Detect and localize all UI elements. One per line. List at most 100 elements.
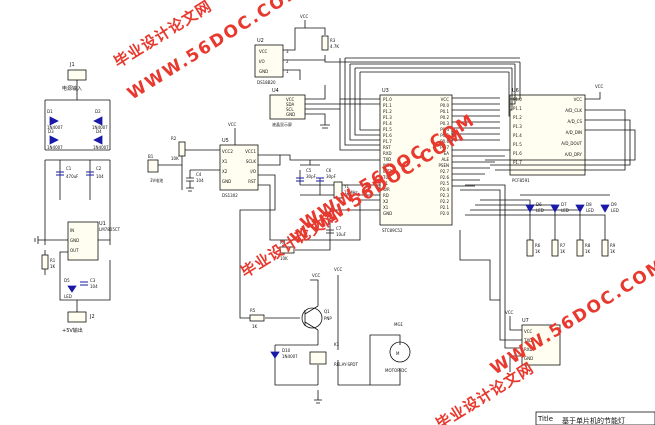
u6-left-pin-3: P1.3 [513, 124, 522, 129]
u5-right-pin-0: VCC1 [245, 149, 256, 154]
c6-ref: C6 [326, 168, 332, 173]
connector-j2 [67, 311, 87, 323]
r1-val: 1K [50, 264, 56, 269]
u5-vcc-label: VCC [228, 122, 237, 127]
resistor-r6 [526, 239, 534, 257]
mcu-right-pin-7: P0.6 [440, 139, 449, 144]
u5-right-pin-1: SCLK [246, 159, 257, 164]
mcu-left-pin-8: RST [383, 145, 391, 150]
j2-label: +5V输出 [62, 327, 83, 334]
resistor-r6-ref: R6 [535, 243, 541, 248]
mcu-right-pin-18: P2.1 [440, 205, 449, 210]
mcu-left-pin-group: P1.0P1.1P1.2P1.3P1.4P1.5P1.6P1.7RSTRXDTX… [382, 97, 393, 216]
led-d6-part: LED [536, 208, 544, 213]
c4-ref: C4 [196, 172, 202, 177]
u4-ref: U4 [272, 88, 279, 94]
u7-pin-txd: TXD [523, 338, 532, 343]
r5-val: 1K [252, 324, 258, 329]
c6-val: 30pF [326, 174, 337, 179]
resistor-r4 [279, 246, 295, 254]
relay-vcc-label: VCC [334, 267, 343, 272]
r1-ref: R1 [50, 258, 56, 263]
u6-left-pin-4: P1.4 [513, 133, 522, 138]
mcu-right-pin-13: P2.6 [440, 175, 449, 180]
mcu-right-pin-12: P2.7 [440, 169, 449, 174]
u6-ref: U6 [512, 88, 519, 94]
b1-label: 3V电池 [150, 177, 163, 183]
led-d9-ref: D9 [611, 202, 617, 207]
temp-sensor-u2: U2 DS18B20 VCC I/O GND 3 2 1 VCC R3 4.7K [254, 14, 341, 85]
u6-left-pin-5: P1.5 [513, 142, 522, 147]
u5-left-pin-3: GND [222, 179, 231, 184]
mcu-left-pin-18: X1 [383, 205, 389, 210]
d5-part: LED [64, 294, 72, 299]
mcu-left-pin-11: INT0 [383, 163, 393, 168]
bridge-rectifier: D1 D2 D3 D4 1N4007 1N4007 1N4007 1N4007 [47, 109, 109, 150]
driver-vcc-label: VCC [312, 273, 321, 278]
adc-u6: U6 PCF8591 P1.0P1.1P1.2P1.3P1.4P1.5P1.6P… [485, 62, 636, 183]
led-d7-ref: D7 [561, 202, 567, 207]
mcu-left-pin-15: WR [383, 187, 390, 192]
c1-ref: C1 [66, 166, 72, 171]
led-d8-symbol [575, 204, 585, 213]
d2-part: 1N4007 [92, 125, 108, 130]
mcu-left-pin-10: TXD [382, 157, 391, 162]
c3-val: 104 [90, 284, 98, 289]
led-d6-symbol [525, 204, 535, 213]
diode-d10-symbol [270, 351, 280, 359]
u4-pin-scl: SCL [286, 107, 294, 112]
q1-ref: Q1 [324, 309, 330, 314]
watermark-url-4: WWW.56DOC.COM [487, 255, 655, 379]
d2-ref: D2 [95, 109, 101, 114]
c7-val: 10uF [336, 232, 347, 237]
mcu-left-pin-3: P1.3 [383, 115, 392, 120]
mcu-right-pin-3: P0.2 [440, 115, 449, 120]
y1-ref: Y1 [343, 184, 349, 189]
u6-left-pin-2: P1.2 [513, 115, 522, 120]
u6-body [509, 94, 586, 176]
j1-label: 电源输入 [62, 85, 82, 92]
mcu-left-pin-7: P1.7 [383, 139, 392, 144]
lcd-module-u4: U4 液晶显示屏 VCC SDA SCL GND [269, 85, 340, 129]
mcu-right-pin-17: P2.2 [440, 199, 449, 204]
c5-val: 30pF [306, 174, 317, 179]
u6-right-pin-1: A/D_CLK [565, 108, 582, 113]
u2-body [254, 44, 284, 78]
d4-part: 1N4007 [93, 145, 109, 150]
u6-left-pin-6: P1.6 [513, 151, 522, 156]
u2-vcc-label: VCC [300, 14, 309, 19]
motor-symbol: M [396, 351, 400, 356]
transistor-q1 [301, 307, 323, 329]
module-u7: U7 VCC TXD RXD GND VCC [459, 184, 561, 372]
u6-left-pins: P1.0P1.1P1.2P1.3P1.4P1.5P1.6P1.7 [513, 97, 522, 165]
u6-right-pin-5: A/D_DRY [565, 152, 583, 157]
k1-ref: K1 [334, 342, 340, 347]
u2-pin-gnd: GND [259, 69, 268, 74]
mcu-right-pin-14: P2.5 [440, 181, 449, 186]
mcu-right-pin-0: VCC [441, 97, 450, 102]
battery-b1 [147, 159, 159, 173]
driver-block: R5 1K Q1 PNP VCC D10 1N4007 VCC K1 RELAY… [239, 267, 411, 404]
diode-d1-symbol [49, 116, 59, 126]
power-supply-block: J1 电源输入 D1 D2 D3 D4 1N4007 1N4007 1N4007… [34, 62, 121, 334]
mcu-right-pin-19: P2.0 [440, 211, 449, 216]
u2-pin-io: I/O [259, 59, 265, 64]
resistor-r8 [576, 239, 584, 257]
mcu-left-pin-5: P1.5 [383, 127, 392, 132]
u7-vcc-label: VCC [505, 310, 514, 315]
u4-pin-gnd: GND [286, 112, 295, 117]
u6-right-pin-0: VCC [574, 97, 583, 102]
u6-left-pin-7: P1.7 [513, 160, 522, 165]
mcu-right-pin-10: ALE [442, 157, 450, 162]
mcu-right-pin-2: P0.1 [440, 109, 449, 114]
r2-ref: R2 [171, 136, 177, 141]
d4-ref: D4 [96, 129, 102, 134]
d3-ref: D3 [48, 129, 54, 134]
u5-right-pin-3: RST [248, 179, 256, 184]
u1-pin-out: OUT [70, 248, 79, 253]
mcu-left-pin-13: T0 [382, 175, 388, 180]
resistor-r9 [601, 239, 609, 257]
diode-d2-symbol [93, 116, 103, 126]
led-d9-part: LED [611, 208, 619, 213]
